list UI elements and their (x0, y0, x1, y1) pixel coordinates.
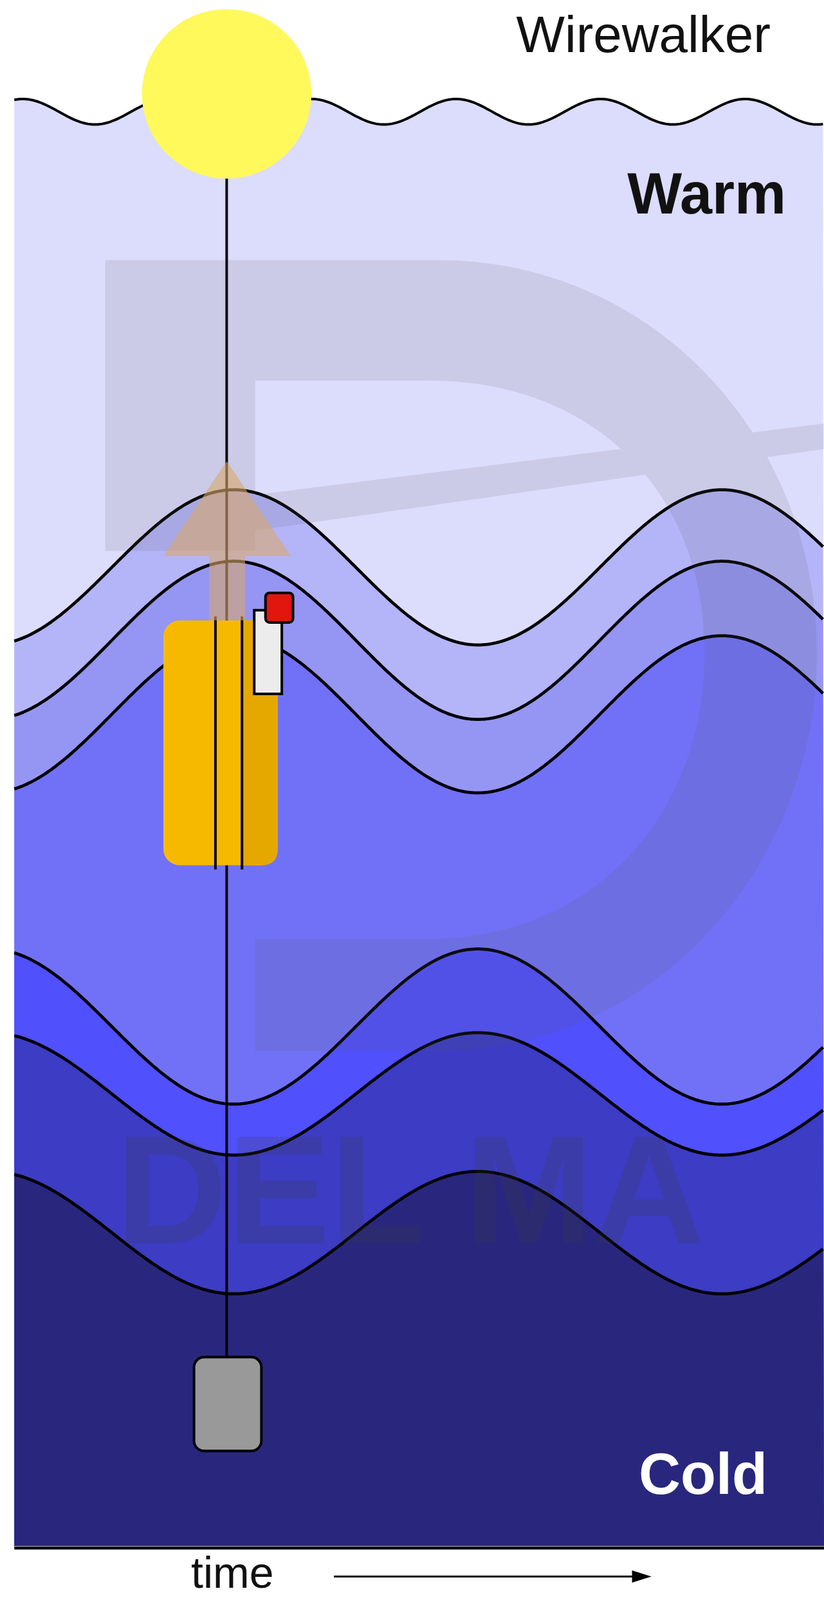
anchor-weight (194, 1357, 262, 1452)
cold-label: Cold (638, 1445, 768, 1504)
sensor-head (265, 593, 294, 623)
ascent-arrow (163, 461, 291, 621)
diagram-title: Wirewalker (515, 9, 771, 61)
profiler-rail (240, 616, 244, 870)
time-arrow-line (333, 1575, 635, 1578)
surface-buoy (142, 9, 312, 179)
warm-label: Warm (627, 164, 787, 223)
time-arrowhead (632, 1570, 652, 1584)
profiler-rail (214, 616, 217, 870)
watermark-logo (104, 260, 824, 1052)
water-surface-layer (14, 99, 824, 1547)
axis-label: time (191, 1550, 274, 1595)
sea-surface-line (14, 99, 823, 125)
watermark-text: DEL MA (115, 1112, 705, 1268)
axis-line (14, 1547, 824, 1551)
water-layer (14, 1033, 824, 1547)
